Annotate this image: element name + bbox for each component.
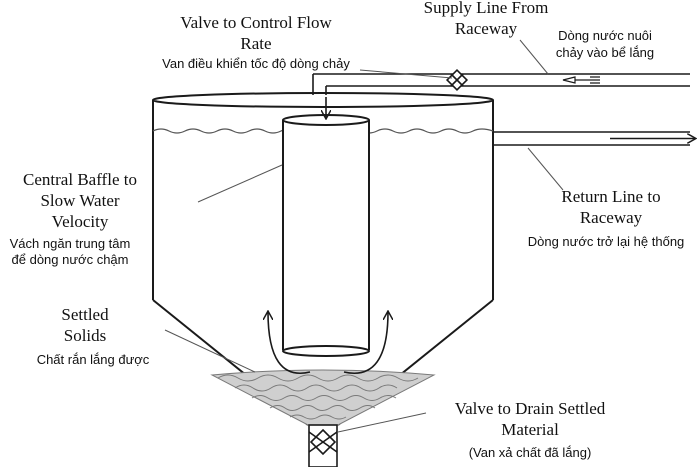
settled-solids-mass bbox=[210, 369, 436, 426]
valve-drain-vn: (Van xả chất đã lắng) bbox=[469, 445, 592, 460]
central-baffle-vn: Vách ngăn trung tâm bbox=[10, 236, 131, 251]
return-line-title-2: Raceway bbox=[580, 208, 643, 227]
valve-control-title: Valve to Control Flow bbox=[180, 13, 332, 32]
label-central-baffle: Central Baffle to Slow Water Velocity Vá… bbox=[10, 170, 137, 267]
tank-rim bbox=[152, 92, 494, 108]
supply-line-vn-2: chảy vào bể lắng bbox=[556, 45, 654, 60]
settled-solids-title: Settled bbox=[61, 305, 109, 324]
label-supply-line: Supply Line From Raceway Dòng nước nuôi … bbox=[424, 0, 654, 60]
label-return-line: Return Line to Raceway Dòng nước trở lại… bbox=[528, 187, 685, 249]
settled-solids-vn: Chất rắn lắng được bbox=[37, 352, 150, 367]
supply-line-title-2: Raceway bbox=[455, 19, 518, 38]
label-valve-control: Valve to Control Flow Rate Van điều khiể… bbox=[162, 13, 350, 71]
return-line-title: Return Line to bbox=[561, 187, 660, 206]
label-settled-solids: Settled Solids Chất rắn lắng được bbox=[37, 305, 150, 367]
central-baffle-title-3: Velocity bbox=[52, 212, 109, 231]
settling-tank bbox=[152, 92, 494, 426]
return-line-pipe bbox=[493, 131, 695, 146]
central-baffle-title: Central Baffle to bbox=[23, 170, 137, 189]
central-baffle bbox=[282, 114, 370, 357]
central-baffle-title-2: Slow Water bbox=[40, 191, 119, 210]
supply-line-title: Supply Line From bbox=[424, 0, 549, 17]
valve-control-vn: Van điều khiển tốc độ dòng chảy bbox=[162, 56, 350, 71]
leader-lines bbox=[164, 39, 564, 433]
supply-line-vn: Dòng nước nuôi bbox=[558, 28, 652, 43]
return-line-vn: Dòng nước trở lại hệ thống bbox=[528, 234, 685, 249]
central-baffle-vn-2: để dòng nước chậm bbox=[12, 252, 129, 267]
circulation-arrows bbox=[268, 312, 388, 374]
valve-icon bbox=[445, 68, 469, 92]
drain-pipe bbox=[308, 424, 338, 467]
flow-arrow-icon bbox=[268, 312, 311, 374]
valve-control-title-2: Rate bbox=[240, 34, 271, 53]
valve-drain-title: Valve to Drain Settled bbox=[455, 399, 606, 418]
valve-drain-title-2: Material bbox=[501, 420, 559, 439]
supply-line-pipe bbox=[312, 73, 690, 118]
settled-solids-title-2: Solids bbox=[64, 326, 107, 345]
drain-valve-icon bbox=[308, 428, 338, 456]
label-valve-drain: Valve to Drain Settled Material (Van xả … bbox=[455, 399, 606, 460]
flow-arrow-icon bbox=[343, 312, 388, 374]
flow-arrow-icon bbox=[562, 76, 600, 84]
